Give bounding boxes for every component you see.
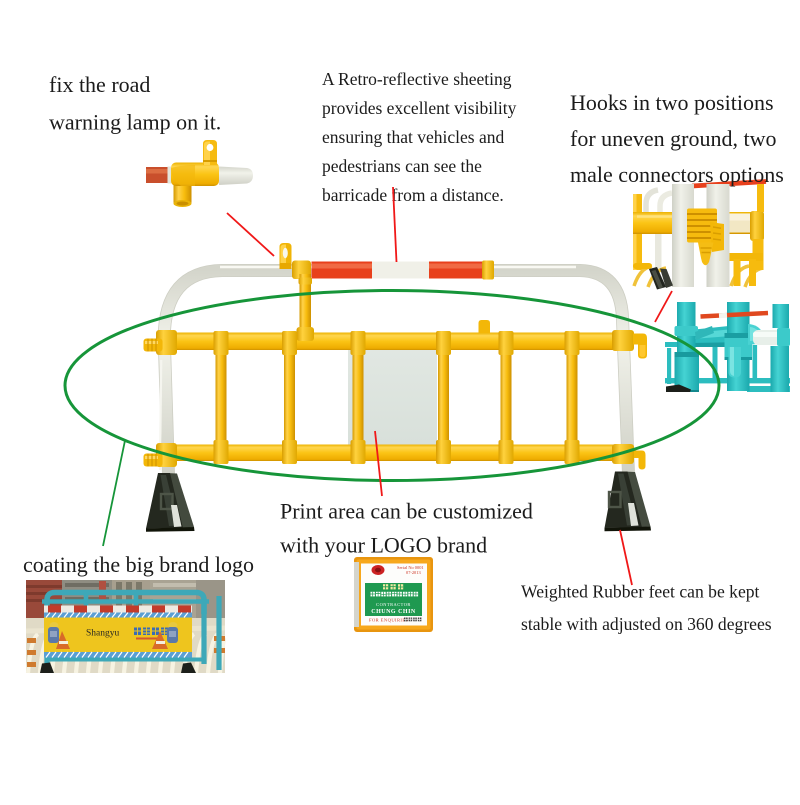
svg-text:for uneven ground, two: for uneven ground, two [570, 126, 777, 151]
svg-text:provides excellent visibility: provides excellent visibility [322, 98, 517, 118]
svg-text:Hooks in two positions: Hooks in two positions [570, 90, 774, 115]
svg-text:FOR ENQUIRIES: FOR ENQUIRIES [369, 618, 409, 623]
svg-text:stable with adjusted on 360 de: stable with adjusted on 360 degrees [521, 614, 772, 634]
svg-text:Print area can be customized: Print area can be customized [280, 499, 533, 524]
svg-text:ensuring that vehicles and: ensuring that vehicles and [322, 127, 504, 147]
svg-text:Serial No 0001: Serial No 0001 [397, 565, 424, 570]
svg-text:fix the road: fix the road [49, 72, 150, 97]
svg-text:warning lamp on it.: warning lamp on it. [49, 110, 221, 135]
svg-text:Weighted Rubber feet can be ke: Weighted Rubber feet can be kept [521, 582, 760, 602]
svg-text:pedestrians can see the: pedestrians can see the [322, 156, 482, 176]
svg-text:CONTRACTOR: CONTRACTOR [376, 602, 411, 607]
svg-text:with your LOGO brand: with your LOGO brand [280, 533, 487, 558]
svg-text:07-2013: 07-2013 [406, 570, 421, 575]
svg-text:Shangyu: Shangyu [86, 629, 120, 639]
svg-text:barricade from a distance.: barricade from a distance. [322, 185, 504, 205]
svg-text:coating the big brand logo: coating the big brand logo [23, 552, 254, 577]
svg-text:CHUNG CHIN: CHUNG CHIN [371, 609, 416, 615]
svg-text:male connectors options: male connectors options [570, 162, 784, 187]
svg-text:A Retro-reflective sheeting: A Retro-reflective sheeting [322, 69, 512, 89]
